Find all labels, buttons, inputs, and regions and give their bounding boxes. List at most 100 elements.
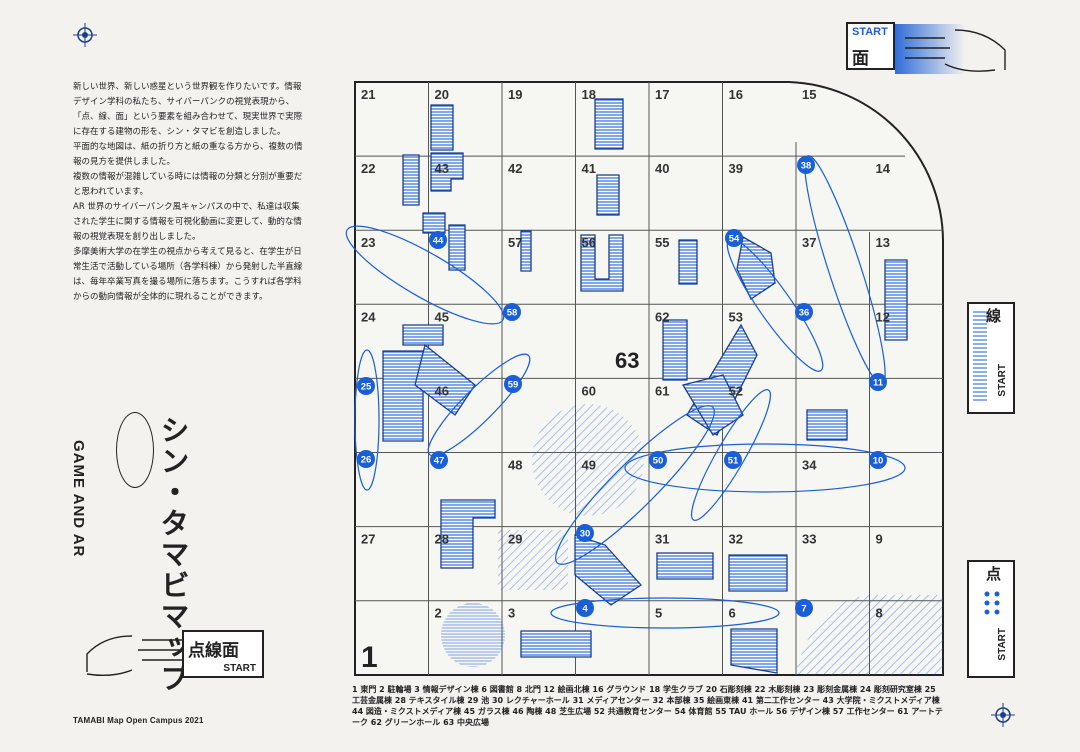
building bbox=[422, 212, 446, 234]
point-label: 44 bbox=[433, 236, 444, 247]
connection-ring bbox=[624, 443, 906, 493]
building bbox=[730, 628, 778, 674]
start-tab-face[interactable]: START 面 bbox=[846, 22, 895, 70]
point-dot bbox=[357, 377, 375, 395]
point-label: 59 bbox=[508, 380, 519, 391]
start-kanji: 点線面 bbox=[188, 641, 239, 661]
cell-number: 48 bbox=[508, 458, 522, 473]
point-label: 30 bbox=[580, 529, 591, 540]
point-dot bbox=[869, 451, 887, 469]
point-dot bbox=[795, 303, 813, 321]
cell-number: 39 bbox=[729, 161, 743, 176]
cell-number: 42 bbox=[508, 161, 522, 176]
registration-mark-icon bbox=[991, 703, 1015, 727]
cell-number: 23 bbox=[361, 235, 375, 250]
connection-ring bbox=[555, 405, 715, 565]
cell-number: 20 bbox=[435, 87, 449, 102]
intro-paragraph: AR 世界のサイバーパンク風キャンパスの中で、私達は収集された学生に関する情報を… bbox=[73, 202, 302, 242]
cell-number: 9 bbox=[876, 532, 883, 547]
start-tab-line[interactable]: 線 START bbox=[967, 302, 1015, 414]
point-marker: 54 bbox=[725, 229, 743, 247]
point-label: 26 bbox=[361, 455, 372, 466]
building bbox=[574, 534, 642, 606]
point-dot bbox=[724, 451, 742, 469]
point-label: 25 bbox=[361, 382, 372, 393]
page-subtitle: GAME AND AR bbox=[70, 440, 87, 558]
cell-number: 33 bbox=[802, 532, 816, 547]
building bbox=[414, 343, 476, 416]
building bbox=[681, 374, 744, 436]
building-blocks bbox=[382, 98, 908, 674]
point-marker: 44 bbox=[429, 231, 447, 249]
point-label: 38 bbox=[801, 161, 812, 172]
intro-text: 新しい世界、新しい惑星という世界観を作りたいです。情報デザイン学科の私たち、サイ… bbox=[73, 80, 303, 305]
start-label: START bbox=[997, 628, 1008, 661]
cell-number: 2 bbox=[435, 606, 442, 621]
building bbox=[448, 224, 466, 271]
point-marker: 38 bbox=[797, 156, 815, 174]
point-label: 11 bbox=[873, 378, 884, 389]
cell-number: 46 bbox=[435, 383, 449, 398]
building bbox=[884, 259, 908, 341]
start-label: START bbox=[852, 26, 888, 38]
connection-ring bbox=[345, 225, 505, 325]
point-marker: 26 bbox=[357, 450, 375, 468]
building bbox=[440, 499, 496, 569]
cell-number: 17 bbox=[655, 87, 669, 102]
building bbox=[736, 235, 776, 300]
cell-number: 13 bbox=[876, 235, 890, 250]
footer-credit: TAMABI Map Open Campus 2021 bbox=[73, 716, 204, 725]
cell-number: 14 bbox=[876, 161, 891, 176]
start-tab-point[interactable]: 点 START bbox=[967, 560, 1015, 678]
cell-number: 43 bbox=[435, 161, 449, 176]
cell-number: 27 bbox=[361, 532, 375, 547]
cell-number: 28 bbox=[435, 532, 449, 547]
point-marker: 30 bbox=[576, 524, 594, 542]
start-tab-point-line-face[interactable]: 点線面 START bbox=[182, 630, 264, 678]
point-marker: 51 bbox=[724, 451, 742, 469]
point-dot bbox=[869, 373, 887, 391]
cell-number: 57 bbox=[508, 235, 522, 250]
connection-ring bbox=[690, 389, 772, 521]
building bbox=[728, 554, 788, 592]
point-marker: 58 bbox=[503, 303, 521, 321]
title-oval bbox=[116, 412, 154, 488]
point-marker: 25 bbox=[357, 377, 375, 395]
cell-number: 60 bbox=[582, 383, 596, 398]
building bbox=[430, 152, 464, 192]
cell-number: 8 bbox=[876, 606, 883, 621]
point-marker: 10 bbox=[869, 451, 887, 469]
building bbox=[596, 174, 620, 216]
cell-number: 16 bbox=[729, 87, 743, 102]
cell-number: 5 bbox=[655, 606, 662, 621]
pointing-hand-icon bbox=[86, 635, 182, 677]
pointing-hand-icon bbox=[895, 24, 1006, 74]
connection-ring bbox=[354, 349, 380, 491]
cell-number: 49 bbox=[582, 458, 596, 473]
building bbox=[430, 104, 454, 151]
point-dot bbox=[357, 450, 375, 468]
building bbox=[678, 239, 698, 285]
point-label: 58 bbox=[507, 308, 518, 319]
cell-number: 40 bbox=[655, 161, 669, 176]
building bbox=[402, 324, 444, 346]
cell-number: 22 bbox=[361, 161, 375, 176]
intro-paragraph: 新しい世界、新しい惑星という世界観を作りたいです。情報デザイン学科の私たち、サイ… bbox=[73, 82, 303, 137]
point-label: 10 bbox=[873, 456, 884, 467]
cell-number: 61 bbox=[655, 383, 669, 398]
connection-ring bbox=[550, 597, 780, 629]
point-dot bbox=[503, 303, 521, 321]
point-label: 7 bbox=[801, 604, 806, 615]
building bbox=[520, 630, 592, 658]
start-kanji: 点 bbox=[984, 566, 1002, 581]
intro-paragraph: 多摩美術大学の在学生の視点から考えて見ると、在学生が日常生活で活動している場所（… bbox=[73, 247, 303, 302]
cell-number: 31 bbox=[655, 532, 669, 547]
registration-mark-icon bbox=[73, 23, 97, 47]
cell-number: 32 bbox=[729, 532, 743, 547]
cell-number: 37 bbox=[802, 235, 816, 250]
cell-number: 12 bbox=[876, 309, 890, 324]
point-dot bbox=[797, 156, 815, 174]
dot-pattern bbox=[984, 591, 1000, 615]
point-dot bbox=[725, 229, 743, 247]
